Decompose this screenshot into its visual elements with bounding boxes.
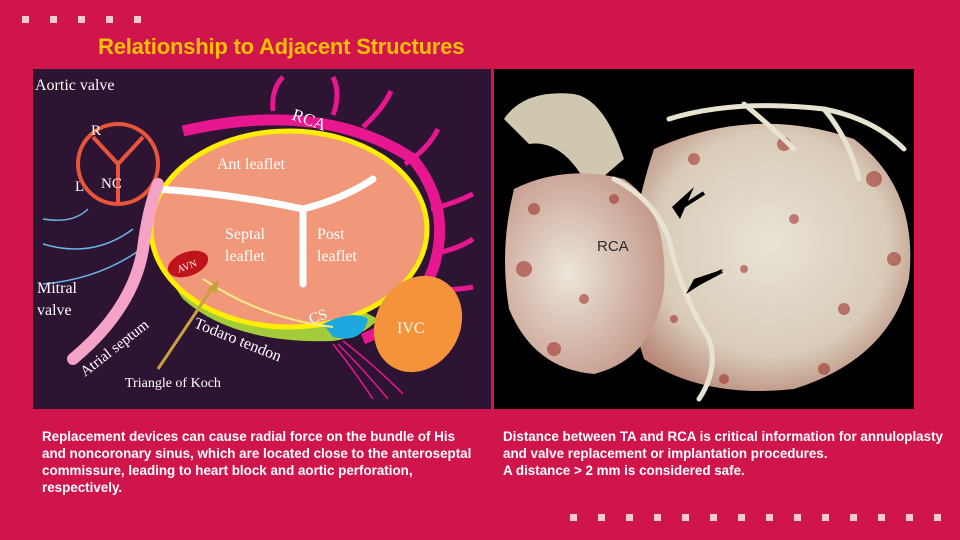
caption-right: Distance between TA and RCA is critical … [503, 428, 943, 479]
caption-right-line-1: Distance between TA and RCA is critical … [503, 429, 943, 461]
avn-node [167, 250, 209, 278]
tricuspid-diagram-panel: Aortic valve R L NC RCA Ant leaflet Sept… [33, 69, 491, 409]
label-ant-leaflet: Ant leaflet [217, 156, 286, 173]
label-cusp-l: L [75, 179, 84, 195]
ct-heart-photo-panel: RCA [494, 69, 914, 409]
label-aortic-valve: Aortic valve [35, 77, 115, 94]
aortic-valve-cusps [91, 135, 145, 203]
slide-title: Relationship to Adjacent Structures [98, 34, 465, 59]
koch-arrowhead [207, 279, 219, 293]
aortic-valve-ring [76, 122, 160, 206]
tricuspid-diagram: Aortic valve R L NC RCA Ant leaflet Sept… [35, 75, 475, 400]
label-cusp-nc: NC [101, 176, 122, 192]
label-cs: CS [307, 307, 330, 328]
caption-right-line-2: A distance > 2 mm is considered safe. [503, 463, 745, 478]
label-ivc: IVC [397, 320, 425, 337]
caption-left: Replacement devices can cause radial for… [42, 429, 472, 495]
cs-vessels [332, 340, 404, 400]
decorative-dots-bottom [570, 514, 960, 521]
label-mitral-valve-2: valve [37, 302, 72, 319]
koch-arrow-line [156, 283, 217, 370]
label-triangle-of-koch: Triangle of Koch [125, 376, 221, 391]
coronary-sinus [323, 315, 368, 339]
label-post-leaflet-2: leaflet [317, 248, 358, 265]
photo-arrows [672, 187, 724, 294]
label-post-leaflet-1: Post [317, 226, 345, 243]
tissue-texture [516, 137, 901, 384]
aorta-shape [504, 93, 624, 189]
atrial-septum [67, 178, 164, 365]
label-mitral-valve-1: Mitral [37, 280, 78, 297]
leaflet-commissures [154, 175, 377, 288]
coronary-arteries [611, 101, 907, 402]
ivc-shape [373, 275, 463, 373]
right-atrium-mass [505, 173, 665, 374]
label-cusp-r: R [91, 123, 101, 139]
label-septal-leaflet-2: leaflet [225, 248, 266, 265]
photo-label-rca: RCA [597, 238, 629, 255]
ct-heart-photo: RCA [504, 93, 911, 402]
label-septal-leaflet-1: Septal [225, 226, 266, 243]
decorative-dots-top [22, 16, 141, 23]
